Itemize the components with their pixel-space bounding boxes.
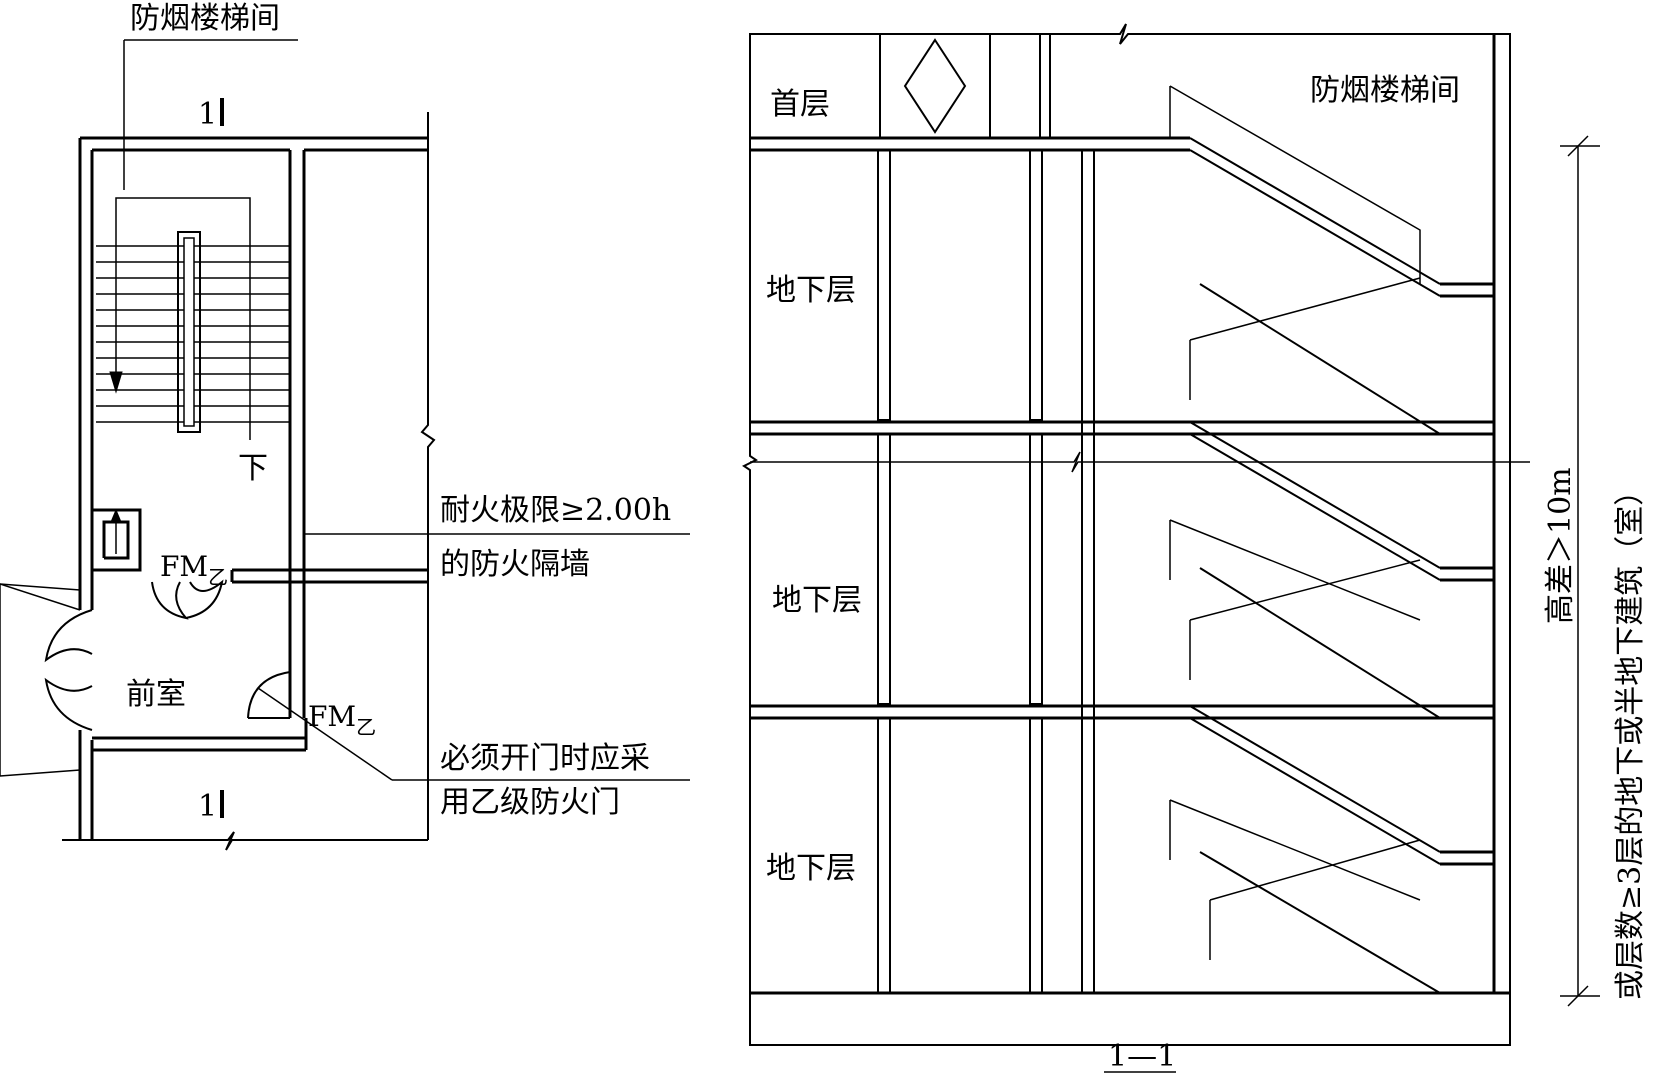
section-mark-top: 1 <box>198 97 217 132</box>
plan-walk-arrow <box>109 371 123 394</box>
note-wall-line1: 耐火极限≥2.00h <box>440 493 671 528</box>
basement-label-3: 地下层 <box>766 851 856 886</box>
shaft <box>879 33 991 139</box>
plan-view <box>0 39 690 851</box>
anteroom-label: 前室 <box>126 677 186 712</box>
door-label-bottom: FM乙 <box>308 700 376 739</box>
note-door-line1: 必须开门时应采 <box>440 741 650 776</box>
plan-handrail-well <box>177 231 201 433</box>
plan-doors <box>44 579 291 731</box>
door-label-top: FM乙 <box>160 550 228 589</box>
plan-walk-line <box>115 197 251 440</box>
basement-label-1: 地下层 <box>766 273 856 308</box>
dimension-line <box>1560 135 1600 1007</box>
note-wall-line2: 的防火隔墙 <box>440 547 590 582</box>
section-stairs <box>1189 137 1441 994</box>
plan-break-bottom <box>62 831 428 851</box>
section-caption: 1—1 <box>1108 1039 1176 1074</box>
dimension-label-2: 或层数≥3层的地下或半地下建筑（室） <box>1613 476 1648 1000</box>
section-view <box>742 23 1600 1073</box>
plan-leaders <box>123 39 690 781</box>
dimension-label-1: 高差＞10m <box>1543 467 1578 624</box>
plan-break-right <box>420 112 436 840</box>
section-mark-bottom: 1 <box>198 789 217 824</box>
note-door-line2: 用乙级防火门 <box>440 785 620 820</box>
section-columns <box>877 149 1095 994</box>
plan-title: 防烟楼梯间 <box>130 1 280 36</box>
plan-entrance-frame <box>0 583 81 777</box>
section-frame <box>742 23 1511 1046</box>
ground-floor-label: 首层 <box>770 87 830 122</box>
basement-label-2: 地下层 <box>772 583 862 618</box>
section-handrails <box>1169 85 1421 960</box>
section-slabs <box>750 136 1494 866</box>
plan-walls <box>78 136 428 840</box>
section-stair-title: 防烟楼梯间 <box>1310 73 1460 108</box>
down-label: 下 <box>238 451 268 486</box>
